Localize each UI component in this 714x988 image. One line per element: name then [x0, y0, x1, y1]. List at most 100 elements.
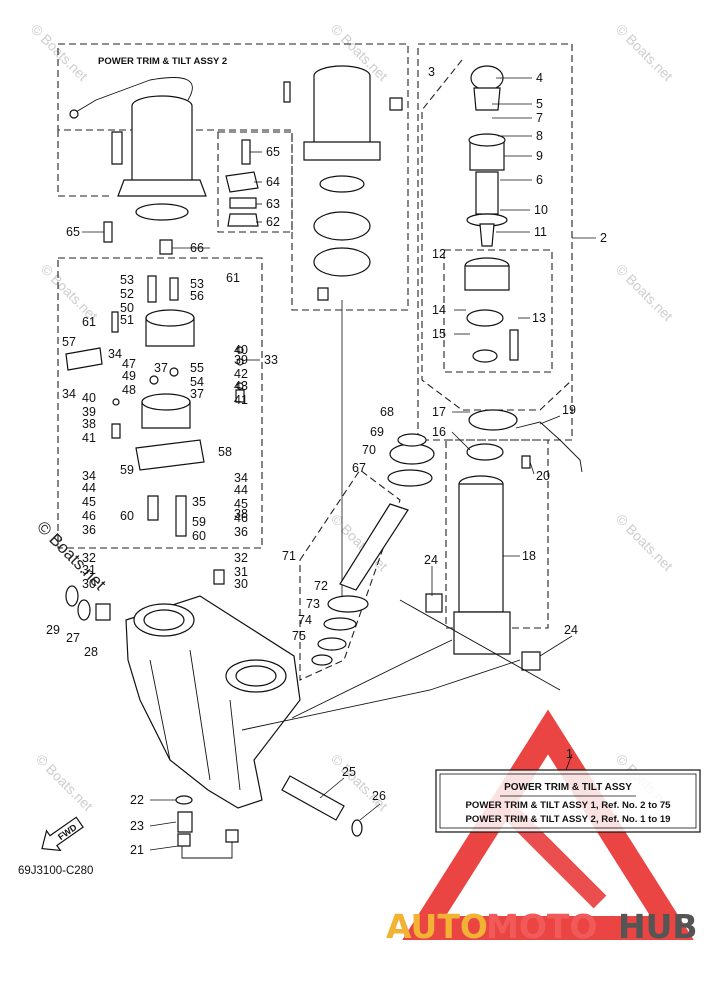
info-title: POWER TRIM & TILT ASSY	[504, 782, 632, 793]
callout-44-b: 44	[234, 483, 248, 497]
main-housing	[65, 585, 301, 809]
callout-44-a: 44	[82, 481, 96, 495]
callout-11: 11	[534, 225, 547, 239]
callout-2: 2	[600, 231, 607, 245]
callout-54: 54	[190, 375, 204, 389]
callout-65-a: 65	[266, 145, 280, 159]
callout-73: 73	[306, 597, 320, 611]
callout-40-b: 40	[234, 343, 248, 357]
callout-74: 74	[298, 613, 312, 627]
callout-22: 22	[130, 793, 144, 807]
callout-37-b: 37	[190, 387, 204, 401]
callout-51: 51	[120, 313, 134, 327]
callout-62: 62	[266, 215, 280, 229]
callout-47: 47	[122, 357, 136, 371]
callout-3: 3	[428, 65, 435, 79]
callout-48: 48	[122, 383, 136, 397]
callout-33: 33	[264, 353, 278, 367]
grouping-boxes	[57, 43, 573, 681]
callout-34-b: 34	[62, 387, 76, 401]
callout-41-a: 41	[82, 431, 96, 445]
callout-68: 68	[380, 405, 394, 419]
callout-55: 55	[190, 361, 204, 375]
sub-assembly-title: POWER TRIM & TILT ASSY 2	[98, 56, 227, 67]
callout-57: 57	[62, 335, 76, 349]
callouts: 1 2 3 4 5 6 7 8 9 10 11 12 13 14 15 16 1…	[46, 65, 607, 857]
logo-text-moto: MOTO	[486, 907, 597, 946]
callout-24-a: 24	[424, 553, 438, 567]
callout-71: 71	[282, 549, 296, 563]
fwd-arrow: FWD	[41, 816, 84, 852]
callout-42: 42	[234, 367, 248, 381]
reservoir	[283, 65, 403, 600]
callout-8: 8	[536, 129, 543, 143]
pump-manifold	[65, 221, 245, 585]
callout-29: 29	[46, 623, 60, 637]
callout-1: 1	[566, 747, 573, 761]
electric-motor	[69, 77, 207, 221]
callout-39-a: 39	[82, 405, 96, 419]
callout-4: 4	[536, 71, 543, 85]
callout-64: 64	[266, 175, 280, 189]
callout-45-a: 45	[82, 495, 96, 509]
callout-43: 43	[234, 379, 248, 393]
callout-63: 63	[266, 197, 280, 211]
callout-23: 23	[130, 819, 144, 833]
callout-65-b: 65	[66, 225, 80, 239]
leader-lines	[82, 77, 596, 851]
drawing-code: 69J3100-C280	[18, 865, 93, 877]
info-line-1: POWER TRIM & TILT ASSY 1, Ref. No. 2 to …	[465, 800, 671, 811]
callout-36-a: 36	[82, 523, 96, 537]
callout-14: 14	[432, 303, 446, 317]
callout-18: 18	[522, 549, 536, 563]
callout-53-a: 53	[120, 273, 134, 287]
callout-10: 10	[534, 203, 548, 217]
callout-17: 17	[432, 405, 446, 419]
callout-7: 7	[536, 111, 543, 125]
callout-32-a: 32	[82, 551, 96, 565]
callout-61-b: 61	[226, 271, 240, 285]
callout-16: 16	[432, 425, 446, 439]
callout-31-b: 31	[234, 565, 248, 579]
brand-logo: AUTO MOTO HUB	[386, 709, 698, 946]
valve-stack	[225, 139, 259, 227]
callout-26: 26	[372, 789, 386, 803]
callout-53-b: 53	[190, 277, 204, 291]
trim-rod	[311, 433, 435, 666]
callout-25: 25	[342, 765, 356, 779]
callout-19: 19	[562, 403, 576, 417]
callout-60-b: 60	[192, 529, 206, 543]
logo-text-hub: HUB	[618, 907, 698, 946]
callout-21: 21	[130, 843, 144, 857]
callout-58: 58	[218, 445, 232, 459]
callout-52: 52	[120, 287, 134, 301]
callout-40-a: 40	[82, 391, 96, 405]
callout-12: 12	[432, 247, 446, 261]
callout-35: 35	[192, 495, 206, 509]
callout-30-a: 30	[82, 577, 96, 591]
watermark: © Boats.net	[613, 21, 676, 84]
callout-49: 49	[122, 369, 136, 383]
watermark: © Boats.net	[613, 511, 676, 574]
callout-27: 27	[66, 631, 80, 645]
info-box: POWER TRIM & TILT ASSY POWER TRIM & TILT…	[435, 753, 701, 833]
callout-20: 20	[536, 469, 550, 483]
callout-37-a: 37	[154, 361, 168, 375]
callout-69: 69	[370, 425, 384, 439]
callout-30-b: 30	[234, 577, 248, 591]
callout-38-b: 38	[234, 507, 248, 521]
callout-24-b: 24	[564, 623, 578, 637]
callout-38-a: 38	[82, 417, 96, 431]
callout-28: 28	[84, 645, 98, 659]
callout-5: 5	[536, 97, 543, 111]
tilt-cylinder	[425, 65, 583, 671]
callout-46-a: 46	[82, 509, 96, 523]
callout-36-b: 36	[234, 525, 248, 539]
callout-70: 70	[362, 443, 376, 457]
watermark: © Boats.net	[28, 21, 91, 84]
watermark: © Boats.net	[33, 751, 96, 814]
lower-parts	[175, 599, 561, 859]
callout-50: 50	[120, 301, 134, 315]
callout-67: 67	[352, 461, 366, 475]
